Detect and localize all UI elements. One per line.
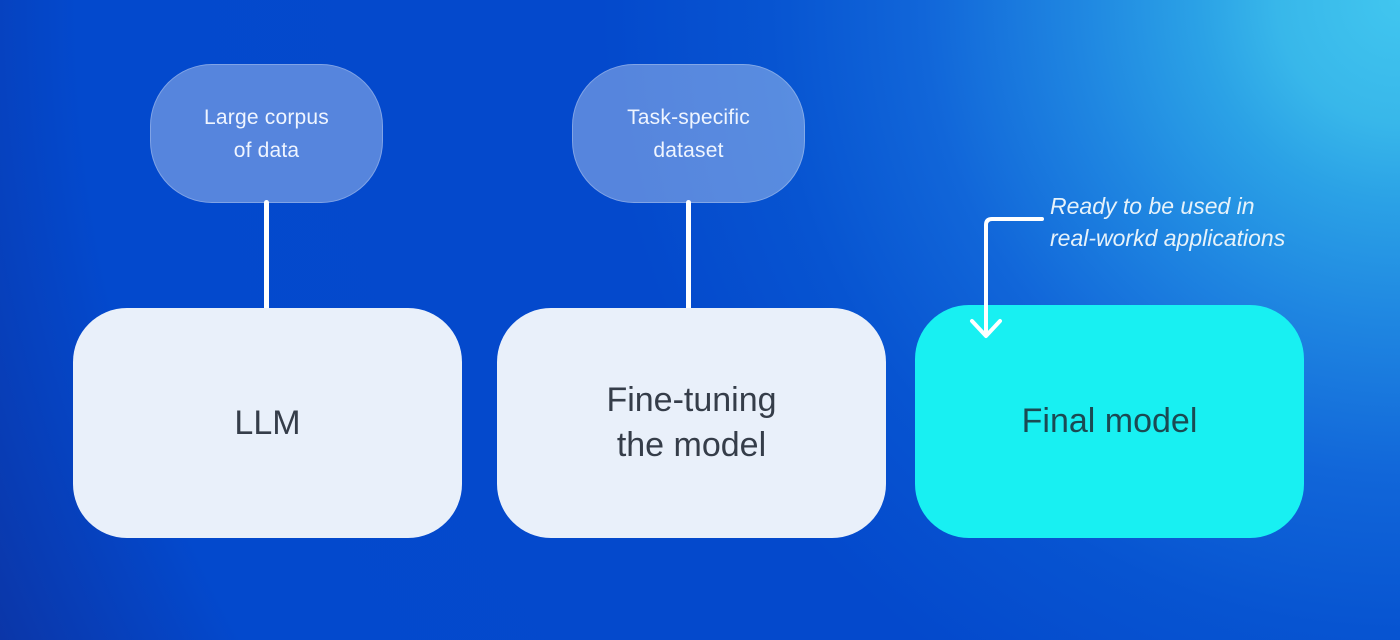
stage-node-label: the model [616, 426, 767, 464]
input-node-label-line: of data [233, 138, 300, 162]
stage-node-final-model: Final model [915, 305, 1304, 538]
input-node-label-line: Large corpus [204, 105, 329, 129]
connector-line [264, 200, 269, 312]
stage-node-label: Fine-tuning [606, 381, 777, 419]
input-node-large-corpus: Large corpus of data [150, 64, 383, 203]
stage-node-fine-tuning: Fine-tuning the model [497, 308, 886, 538]
input-node-label-line: dataset [653, 138, 724, 162]
annotation-line: real-workd applications [1050, 225, 1286, 251]
input-node-label-line: Task-specific [627, 105, 750, 129]
stage-node-label: LLM [234, 403, 301, 442]
stage-node-label: Final model [1021, 402, 1198, 440]
annotation-note: Ready to be used in real-workd applicati… [1050, 190, 1380, 254]
stage-node-llm: LLM [73, 308, 462, 538]
connector-line [686, 200, 691, 312]
annotation-line: Ready to be used in [1050, 193, 1255, 219]
input-node-task-dataset: Task-specific dataset [572, 64, 805, 203]
